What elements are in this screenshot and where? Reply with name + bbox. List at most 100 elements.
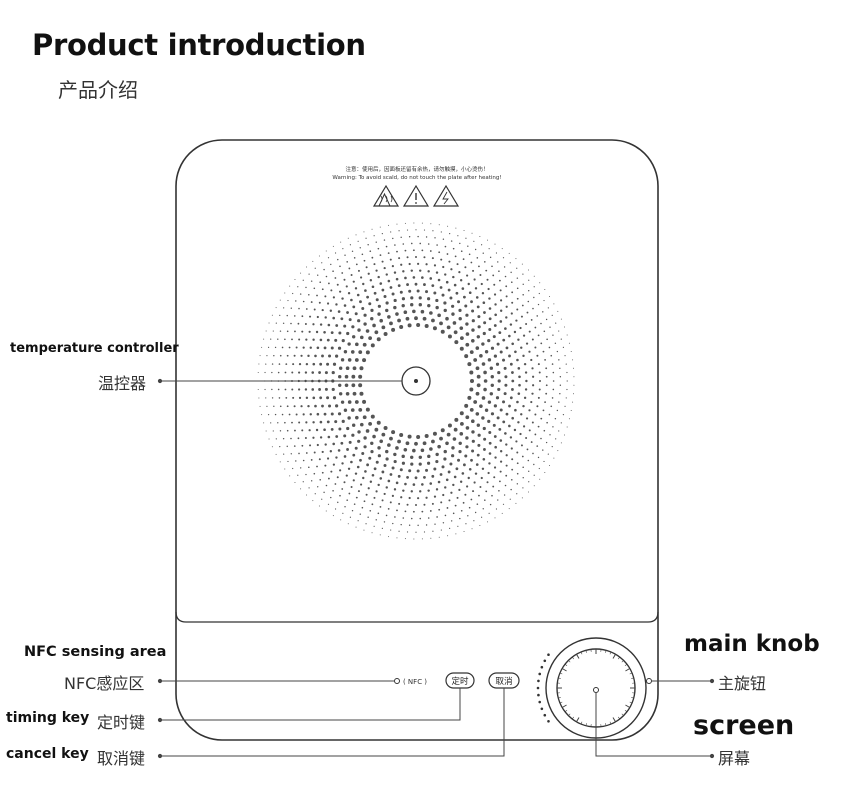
heating-dot xyxy=(498,270,500,272)
heating-dot xyxy=(362,399,367,404)
heating-dot xyxy=(516,267,518,269)
heating-dot xyxy=(383,521,386,523)
heating-dot xyxy=(505,346,509,350)
heating-dot xyxy=(407,434,412,439)
heating-dot xyxy=(402,517,405,519)
heating-dot xyxy=(359,366,364,371)
heating-dot xyxy=(421,538,423,540)
heating-dot xyxy=(429,311,433,315)
knob-indicator-dot xyxy=(543,659,547,663)
heating-dot xyxy=(385,301,389,305)
heating-dot xyxy=(419,517,422,520)
heating-dot xyxy=(336,476,339,479)
heating-dot xyxy=(370,308,374,312)
heating-dot xyxy=(408,236,411,238)
heating-dot xyxy=(473,240,475,242)
heating-dot xyxy=(259,355,261,357)
heating-dot xyxy=(297,474,299,476)
heating-dot xyxy=(522,293,524,296)
heating-dot xyxy=(489,256,492,259)
heating-dot xyxy=(377,512,380,515)
heating-dot xyxy=(352,391,357,396)
heating-dot xyxy=(552,388,555,391)
heating-dot xyxy=(519,326,522,330)
heating-dot xyxy=(499,299,503,302)
heating-dot xyxy=(277,338,279,340)
heating-dot xyxy=(312,323,315,326)
heating-dot xyxy=(355,496,358,499)
heating-dot xyxy=(279,330,282,332)
heating-dot xyxy=(499,470,502,473)
heating-dot xyxy=(364,289,367,292)
heating-dot xyxy=(363,500,366,503)
heating-dot xyxy=(286,330,289,333)
heating-dot xyxy=(469,370,474,375)
heating-dot xyxy=(536,354,539,357)
heating-dot xyxy=(554,342,557,344)
heating-dot xyxy=(279,461,281,463)
heating-dot xyxy=(553,303,555,305)
heating-dot xyxy=(389,321,393,326)
heating-dot xyxy=(346,426,350,431)
heating-dot xyxy=(542,311,544,313)
heating-dot xyxy=(439,473,443,476)
heating-dot xyxy=(442,522,445,524)
knob-indicator-dot xyxy=(547,719,550,723)
heating-dot xyxy=(418,296,422,300)
heating-dot xyxy=(323,346,327,350)
heating-dot xyxy=(410,517,413,520)
heating-dot xyxy=(572,393,574,395)
heating-dot xyxy=(325,510,327,512)
heating-dot xyxy=(527,491,529,493)
heating-dot xyxy=(274,413,277,416)
heating-dot xyxy=(482,458,486,461)
heating-dot xyxy=(358,383,363,388)
heating-dot xyxy=(387,479,391,483)
screen-label-cn: 屏幕 xyxy=(718,749,751,768)
heating-dot xyxy=(385,457,389,461)
heating-dot xyxy=(325,484,328,487)
heating-dot xyxy=(312,362,316,366)
heating-dot xyxy=(508,252,510,254)
heating-dot xyxy=(517,338,520,341)
heating-dot xyxy=(412,276,416,279)
heating-dot xyxy=(457,300,461,304)
heating-dot xyxy=(403,310,408,315)
heating-dot xyxy=(499,320,503,323)
heating-dot xyxy=(312,421,315,424)
heating-dot xyxy=(408,469,412,473)
heating-dot xyxy=(393,305,397,310)
heating-dot xyxy=(494,517,496,519)
heating-dot xyxy=(520,315,523,318)
timing-button: 定时 xyxy=(445,672,475,689)
heating-dot xyxy=(449,296,453,300)
heating-dot xyxy=(491,494,493,497)
heating-dot xyxy=(531,392,534,395)
heating-dot xyxy=(365,493,368,496)
heating-dot xyxy=(481,292,485,295)
heating-dot xyxy=(332,490,334,492)
heating-dot xyxy=(287,460,289,463)
heating-dot xyxy=(412,448,416,453)
heating-dot xyxy=(290,307,292,309)
heating-dot xyxy=(289,285,291,287)
heating-dot xyxy=(361,306,365,310)
heating-dot xyxy=(443,308,447,313)
heating-dot xyxy=(432,530,434,532)
heating-dot xyxy=(505,285,508,288)
heating-dot xyxy=(334,277,337,279)
heating-dot xyxy=(281,413,284,416)
heating-dot xyxy=(387,315,391,319)
heating-dot xyxy=(504,375,508,379)
heating-dot xyxy=(516,297,519,300)
electric-warning-icon xyxy=(432,184,460,207)
heating-dot xyxy=(422,441,427,446)
heating-dot xyxy=(331,370,335,375)
heating-dot xyxy=(275,453,277,455)
heating-dot xyxy=(302,346,305,349)
temperature-controller-label-en: temperature controller xyxy=(10,341,179,356)
heating-dot xyxy=(265,430,267,432)
heating-dot xyxy=(494,445,497,449)
knob-tick xyxy=(629,701,633,704)
heating-dot xyxy=(533,275,535,277)
